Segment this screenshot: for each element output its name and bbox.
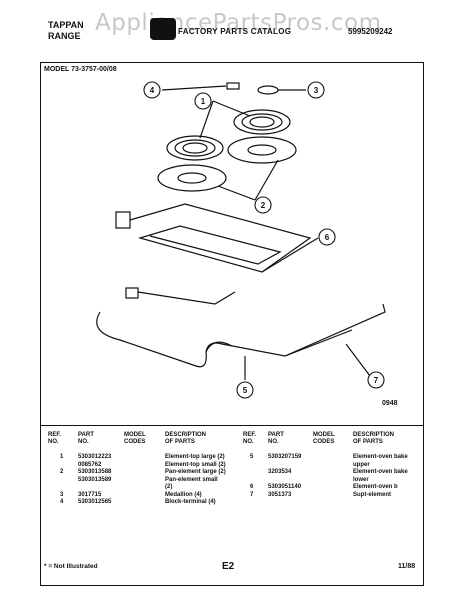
catalog-title: FACTORY PARTS CATALOG — [178, 27, 292, 36]
callout-5-label: 5 — [243, 386, 248, 395]
header-ref-right: REF.NO. — [243, 432, 257, 445]
callout-6-label: 6 — [325, 233, 330, 242]
callout-6 — [318, 228, 336, 246]
callout-4 — [143, 81, 161, 99]
callout-7 — [367, 371, 385, 389]
table-top-rule — [40, 425, 424, 426]
model-label: MODEL 73-3757-00/08 — [44, 66, 117, 73]
callout-1 — [194, 92, 212, 110]
catalog-part-code: 5995209242 — [348, 27, 393, 36]
page-number: E2 — [222, 561, 235, 572]
callout-3 — [307, 81, 325, 99]
bake-element-upper-bracket — [115, 211, 131, 229]
callout-2 — [254, 196, 272, 214]
element-top-left — [166, 135, 224, 161]
header-ref: REF.NO. — [48, 432, 62, 445]
callout-2-label: 2 — [261, 201, 266, 210]
callout-3-label: 3 — [314, 86, 319, 95]
diagram-code: 0948 — [382, 400, 398, 407]
document-frame — [40, 62, 424, 586]
block-terminal — [226, 82, 240, 90]
watermark: AppliancePartsPros.com — [95, 10, 382, 36]
bake-element-lower-bracket — [125, 287, 139, 299]
pan-element-right — [227, 136, 297, 164]
brand-line-1: TAPPAN — [48, 20, 84, 30]
callout-7-label: 7 — [374, 376, 379, 385]
callout-5 — [236, 381, 254, 399]
element-oven-bake-lower — [96, 311, 353, 368]
manufacturer-logo — [150, 18, 176, 40]
brand: TAPPAN RANGE — [48, 20, 108, 42]
callout-1-label: 1 — [201, 97, 206, 106]
revision-date: 11/88 — [398, 563, 416, 570]
element-oven-bake-upper — [129, 203, 312, 273]
medallion — [257, 85, 279, 95]
element-top-right — [233, 109, 291, 135]
brand-line-2: RANGE — [48, 31, 81, 41]
pan-element-left — [157, 164, 227, 192]
not-illustrated-note: * = Not Illustrated — [44, 563, 98, 570]
callout-4-label: 4 — [150, 86, 155, 95]
support-element — [284, 303, 386, 357]
